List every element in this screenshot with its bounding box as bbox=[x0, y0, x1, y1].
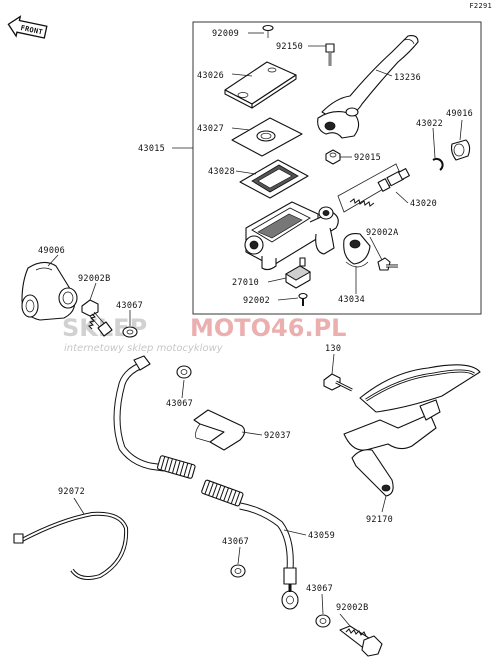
brake-lever-13236 bbox=[317, 35, 419, 139]
piston-kit-43020 bbox=[337, 163, 410, 213]
watermark-brand-right: MOTO46.PL bbox=[190, 314, 346, 342]
label-92072: 92072 bbox=[58, 487, 85, 497]
label-130: 130 bbox=[325, 344, 341, 354]
label-92002B-bottom: 92002B bbox=[336, 603, 369, 613]
label-43028: 43028 bbox=[208, 167, 235, 177]
label-92002: 92002 bbox=[243, 296, 270, 306]
label-43034: 43034 bbox=[338, 295, 365, 305]
label-43022: 43022 bbox=[416, 119, 443, 129]
label-43027: 43027 bbox=[197, 124, 224, 134]
label-92170: 92170 bbox=[366, 515, 393, 525]
snap-ring-43022 bbox=[432, 157, 444, 171]
label-49006: 49006 bbox=[38, 246, 65, 256]
label-43020: 43020 bbox=[410, 199, 437, 209]
label-43026: 43026 bbox=[197, 71, 224, 81]
label-43059: 43059 bbox=[308, 531, 335, 541]
label-27010: 27010 bbox=[232, 278, 259, 288]
clamp-43034 bbox=[343, 233, 371, 268]
washer-43067-d bbox=[315, 614, 331, 628]
assembly-box-43015 bbox=[192, 21, 482, 315]
dust-boot-49016 bbox=[450, 139, 471, 161]
cable-tie-92072 bbox=[13, 511, 129, 580]
label-43015: 43015 bbox=[138, 144, 165, 154]
front-arrow-icon: FRONT bbox=[7, 15, 48, 39]
clamp-bolt-92002A bbox=[377, 257, 398, 271]
washer-43067-b bbox=[176, 365, 192, 379]
label-43067-c: 43067 bbox=[222, 537, 249, 547]
washer-43067-c bbox=[230, 564, 246, 578]
reservoir-cap-43026 bbox=[224, 61, 297, 109]
brake-hose-lower-43059 bbox=[201, 479, 299, 610]
label-49016: 49016 bbox=[446, 109, 473, 119]
leader-lines bbox=[47, 32, 463, 627]
banjo-bolt-92002B-top bbox=[81, 299, 113, 337]
label-13236: 13236 bbox=[394, 73, 421, 83]
washer-43067-a bbox=[122, 326, 138, 338]
bolt-130 bbox=[323, 373, 353, 392]
diagram-code: F2291 bbox=[469, 2, 492, 10]
brake-switch-27010 bbox=[285, 257, 311, 289]
screw-92002 bbox=[298, 292, 308, 306]
diaphragm-plate-43027 bbox=[231, 117, 303, 157]
hose-clamp-92037 bbox=[193, 409, 246, 451]
label-92015: 92015 bbox=[354, 153, 381, 163]
cover-49006 bbox=[21, 261, 78, 321]
screw-92009 bbox=[262, 24, 274, 38]
label-43067-a: 43067 bbox=[116, 301, 143, 311]
label-43067-b: 43067 bbox=[166, 399, 193, 409]
label-92002B-top: 92002B bbox=[78, 274, 111, 284]
watermark-tagline: internetowy sklep motocyklowy bbox=[64, 343, 224, 354]
label-92150: 92150 bbox=[276, 42, 303, 52]
label-92002A: 92002A bbox=[366, 228, 399, 238]
nut-92015 bbox=[325, 149, 341, 165]
banjo-bolt-92002B-bottom bbox=[339, 625, 383, 657]
pivot-bolt-92150 bbox=[325, 43, 335, 66]
holder-92170 bbox=[343, 364, 481, 497]
label-92037: 92037 bbox=[264, 431, 291, 441]
diaphragm-43028 bbox=[239, 159, 309, 199]
label-43067-d: 43067 bbox=[306, 584, 333, 594]
brake-hose-upper bbox=[113, 355, 196, 479]
label-92009: 92009 bbox=[212, 29, 239, 39]
master-cylinder-body bbox=[244, 201, 339, 271]
